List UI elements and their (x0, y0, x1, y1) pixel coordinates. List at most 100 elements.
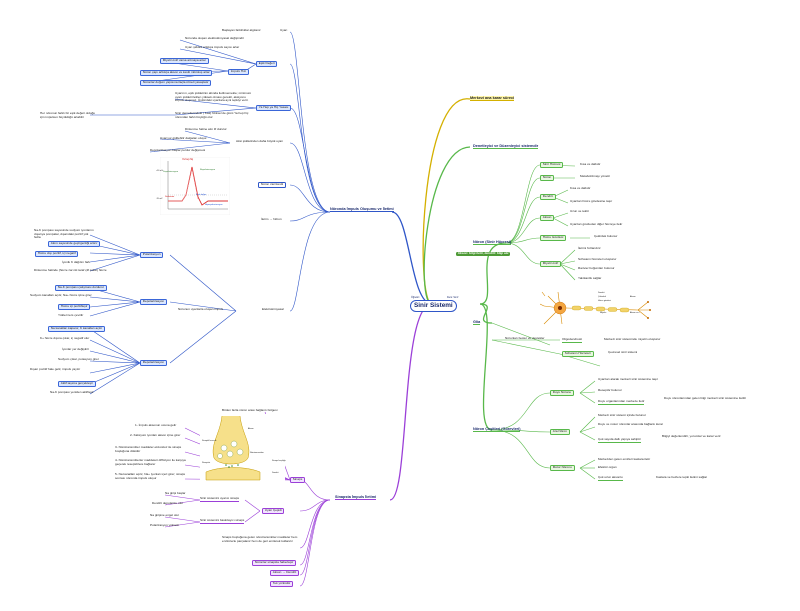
hucre-govde[interactable]: Hücre Gövdesi (540, 235, 567, 242)
bask-2: Polarizasyon yükselir (150, 523, 180, 527)
repol-1: Na kanalları kapanır, K kanalları açılır (48, 326, 106, 333)
depol-4: Yükleri ters çevrilir (58, 313, 84, 317)
repol-6: Aktif taşıma gerçekleşir (58, 381, 96, 388)
neuron-image (540, 288, 660, 328)
yellow-main-topic[interactable]: Merkezi ana karar süreci (470, 96, 515, 102)
motor-side: Kaslara ve bezlere tepki iletimi sağlar (656, 475, 708, 479)
action-potential-graph (160, 157, 230, 215)
glia-2a: Merkezi sinir sisteminde miyelin oluştur… (604, 337, 661, 341)
graph-tick-bot: -70 mV (156, 198, 163, 200)
noron-2[interactable]: Nöron (540, 175, 555, 182)
polariz-4: İyonik K dağılım fark (62, 260, 91, 264)
bottom-1[interactable]: Nöronlar sinapsla haberleşir (252, 560, 297, 567)
akson[interactable]: Akson (540, 215, 555, 222)
govde-a: Çekirdek bulunur (594, 234, 618, 238)
blue-main-topic[interactable]: Nöronda İmpuls Oluşumu ve İletimi (330, 207, 394, 213)
glia-topic[interactable]: Glia (473, 320, 481, 326)
duyu-noron[interactable]: Duyu Nöronu (550, 390, 574, 397)
cesit-topic[interactable]: Nöron Çeşitleri (Görevleri) (473, 427, 521, 433)
motor-noron[interactable]: Motor Nöronu (550, 465, 575, 472)
hiz-1: Miyelin kılıf varsa artmaya artar (160, 58, 209, 65)
miy-4: Yalıtkanlık sağlar (578, 276, 602, 280)
polariz-2: Akım sayesinde geçirgenliği artırır (48, 241, 101, 248)
glia-2[interactable]: Oligodendrosit (562, 337, 582, 343)
noron-1[interactable]: Sinir Hücresi (540, 162, 564, 169)
glia-3[interactable]: Schwann Hücreleri (562, 351, 594, 358)
uyari-cesidi[interactable]: Uyarı Çeşidi (262, 508, 285, 515)
dendrit[interactable]: Dendrit (540, 194, 556, 201)
ya-hep-1: Uyarının, eşik şiddetinin altında iletil… (175, 91, 252, 103)
neuron-label-3: Akson (630, 296, 636, 298)
esik-1: Nöronda oluşan elektrokimyasal değişimdi… (185, 36, 244, 40)
repol-root[interactable]: Repolarizasyon (140, 360, 167, 367)
depol-3: Hücre içi pozitifleşir (58, 304, 91, 311)
hiz-3: Nöronlar doğum yapısına ilaçla ölmeli ya… (140, 80, 212, 87)
miy-3: Ranvier boğumları bulunur (578, 266, 615, 270)
dendrit-a: Kısa ve dallıdır (570, 186, 591, 190)
neuron-label-2: Hücre gövdesi (598, 300, 611, 302)
dendrit-b: Uyarıları hücre gövdesine taşır (570, 199, 613, 203)
depol-root[interactable]: Depolarizasyon (140, 299, 167, 306)
uyari-def: Başlayan farklılıklar algılanır (222, 28, 261, 32)
impuls-hizi[interactable]: İmpuls Hızı (228, 69, 250, 76)
glia-3a: Çevresel sinir sistemi (608, 350, 638, 354)
dalga-3: Depolarizasyon başlar perdur değişmesi (150, 148, 206, 152)
ara-3: Çok sayıda dallı yapıya sahiptir (598, 437, 641, 443)
depol-1: Na-K pompası çalışması durdurur (55, 285, 107, 292)
repol-2: K+ hücre dışına çıkar, iç negatif olur (40, 336, 90, 340)
graph-esik: Eşik değer (196, 194, 207, 196)
neuron-label-1: Çekirdek (598, 296, 606, 298)
green-main-topic-2[interactable]: Denetleyici ve Düzenleyici sistemdir (473, 144, 539, 150)
impulsasyon[interactable]: Elektrokimyasal (262, 307, 284, 311)
esik-root[interactable]: Eşik Değeri (256, 61, 278, 68)
purple-main-topic[interactable]: Sinapsta İmpuls İletimi (335, 495, 377, 501)
center-small-right: Ders: Sınıf (447, 296, 459, 299)
motor-1: Merkezden gelen emirleri kaslara iletir (598, 457, 651, 461)
duyu-2: Reseptör bulunur (598, 388, 622, 392)
bottom-2[interactable]: Akson → Dendrit (270, 570, 299, 577)
graph-peak: Ya hep hiç (182, 158, 194, 161)
motor-3: Çok uzun aksonlu (598, 475, 623, 481)
polariz-root[interactable]: Polarizasyon (140, 252, 164, 259)
noron-zari[interactable]: Nöron zarı/kesiti (258, 182, 286, 189)
ara-2: Duyu ve motor nöronlar arasında bağlantı… (598, 422, 664, 426)
graph-tick-top: +30 mV (156, 170, 163, 172)
depol-2: Sodyum kanalları açılır, Na+ hücre içine… (30, 293, 92, 297)
graph-depol: Depolarizasyon (163, 171, 179, 173)
sinaps-4: 4- Nörotransmitterler maddeleri diffüzyo… (115, 458, 186, 466)
sinaps-1: 1- İmpuls aksonun ucuna gelir (135, 423, 177, 427)
sinaps-5: 5- Na kanalları açılır, Na+ iyonları içe… (115, 472, 186, 480)
uyarici-2: Dendrit depolarize olur (152, 501, 184, 505)
baskilayici-root[interactable]: Sinir sistemini baskılayıcı sinaps (200, 518, 245, 524)
miyelin[interactable]: Miyelin kılıf (540, 261, 561, 268)
ara-1: Merkezi sinir sistemi içinde bulunur (598, 413, 646, 417)
center-small-left: Öğretici (411, 296, 420, 299)
impuls-root[interactable]: Nöronun uyarılarla oluşan impuls (178, 307, 224, 311)
ara-side: Bilgiyi değerlendirir, yorumlar ve karar… (662, 434, 721, 438)
uyari-root[interactable]: Uyarı (280, 28, 288, 32)
sinaps-desc: Birden fazla nöron arası bağlantı bölges… (222, 408, 278, 412)
repol-3: İyonlar yer değiştirir (62, 347, 89, 351)
duyu-3: Duyu organlarından merkeze iletir (598, 399, 645, 405)
sinaps-root[interactable]: Sinaps (290, 477, 306, 484)
graph-repol: Repolarizasyon (200, 169, 216, 171)
bottom-3[interactable]: Tek yönlüdür (270, 581, 294, 588)
uyarici-root[interactable]: Sinir sistemini uyarıcı sinaps (200, 496, 240, 502)
polariz-5: Dinlenme halinde (hücre zarı iki taraf ç… (34, 268, 107, 272)
glia-1: Nöronları besler ve destekler (505, 336, 545, 340)
ya-hep-root[interactable]: Ya Hep ya Hiç Yasası (256, 105, 292, 112)
akson-b: Uyarıları gövdeden diğer hücreye iletir (570, 222, 623, 226)
polariz-3: Hücre dışı pozitif, içi negatif (35, 251, 79, 258)
ara-noron[interactable]: Ara Nöron (550, 429, 570, 436)
graph-rest: Dinlenme (165, 196, 175, 198)
dalga-root[interactable]: Aksi şiddetinden daha büyük uyarı (236, 139, 284, 143)
noron-highlight[interactable]: Akson: bilgi iletir, dendrit: bilgi alır (456, 251, 511, 257)
gecis[interactable]: İletim → Nöron (261, 217, 282, 221)
noron-main-topic[interactable]: Nöron (Sinir Hücresi) (473, 240, 512, 246)
neuron-label-4: Miyelin (600, 312, 607, 314)
miy-2: Schwann hücreleri oluşturur (578, 257, 617, 261)
noron-1-desc: Kısa ve dallıdır (580, 162, 601, 166)
motor-2: Efektör organ (598, 465, 617, 469)
synapse-label-1: Sinaptik kesecik (202, 440, 217, 442)
center-topic[interactable]: Sinir Sistemi (410, 300, 457, 312)
